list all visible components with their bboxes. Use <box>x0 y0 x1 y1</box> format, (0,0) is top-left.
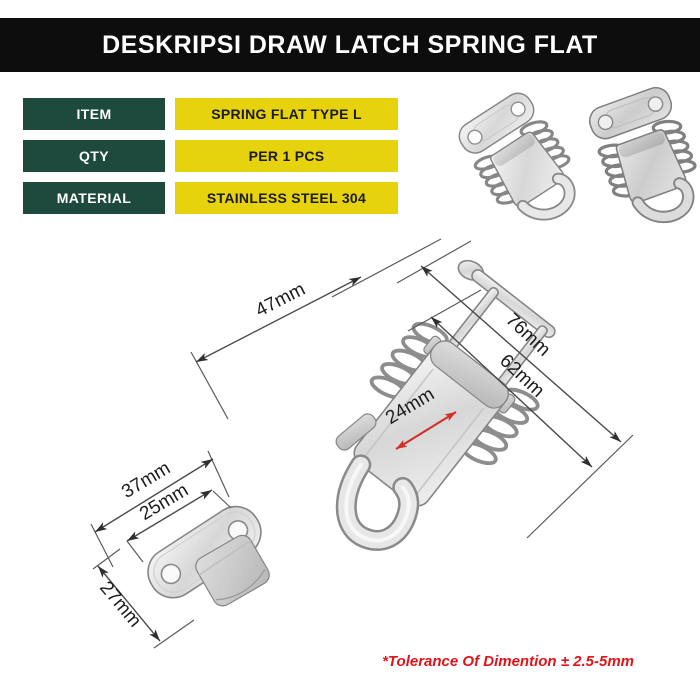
dimension-line-27mm <box>97 565 161 642</box>
mounting-hole <box>160 563 182 585</box>
dimension-line-25mm <box>126 489 213 542</box>
hook-highlight <box>344 462 411 543</box>
spec-value-qty: PER 1 PCS <box>175 140 398 172</box>
main-latch-drawing <box>335 259 556 551</box>
flap-bottom-curve <box>215 568 266 601</box>
extension-line <box>190 351 229 420</box>
spec-label-qty: QTY <box>23 140 165 172</box>
spec-label-item: ITEM <box>23 98 165 130</box>
extension-line <box>90 523 114 568</box>
photo-latch-left <box>452 87 591 237</box>
table-row: QTY PER 1 PCS <box>23 140 398 172</box>
photo-latch-right <box>583 83 700 232</box>
tolerance-footnote: *Tolerance Of Dimention ± 2.5-5mm <box>382 653 634 670</box>
leader-line <box>126 540 144 563</box>
extension-line <box>526 434 634 539</box>
extension-line <box>92 548 121 570</box>
dimension-line-47mm <box>195 276 362 363</box>
extension-line <box>153 619 195 649</box>
flap-face <box>195 534 270 607</box>
leader-line <box>212 490 232 509</box>
extension-line <box>331 238 442 298</box>
catch-plate-hook-flap <box>195 534 270 607</box>
keeper-lever <box>335 413 377 451</box>
product-photo <box>452 83 700 237</box>
catch-plate-drawing <box>147 505 270 607</box>
title-banner: DESKRIPSI DRAW LATCH SPRING FLAT <box>0 18 700 72</box>
spec-value-item: SPRING FLAT TYPE L <box>175 98 398 130</box>
dimension-line-62mm <box>430 316 593 468</box>
spec-label-material: MATERIAL <box>23 182 165 214</box>
dimension-label-47mm: 47mm <box>252 279 309 322</box>
table-row: ITEM SPRING FLAT TYPE L <box>23 98 398 130</box>
page-title: DESKRIPSI DRAW LATCH SPRING FLAT <box>102 30 598 59</box>
dimension-line-24mm-red <box>395 411 457 450</box>
dimension-label-27mm: 27mm <box>95 577 145 631</box>
extension-line <box>207 450 230 498</box>
flap-fold-line <box>198 539 252 576</box>
extension-line <box>396 240 472 284</box>
table-row: MATERIAL STAINLESS STEEL 304 <box>23 182 398 214</box>
spec-table: ITEM SPRING FLAT TYPE L QTY PER 1 PCS MA… <box>23 98 398 224</box>
spec-value-material: STAINLESS STEEL 304 <box>175 182 398 214</box>
